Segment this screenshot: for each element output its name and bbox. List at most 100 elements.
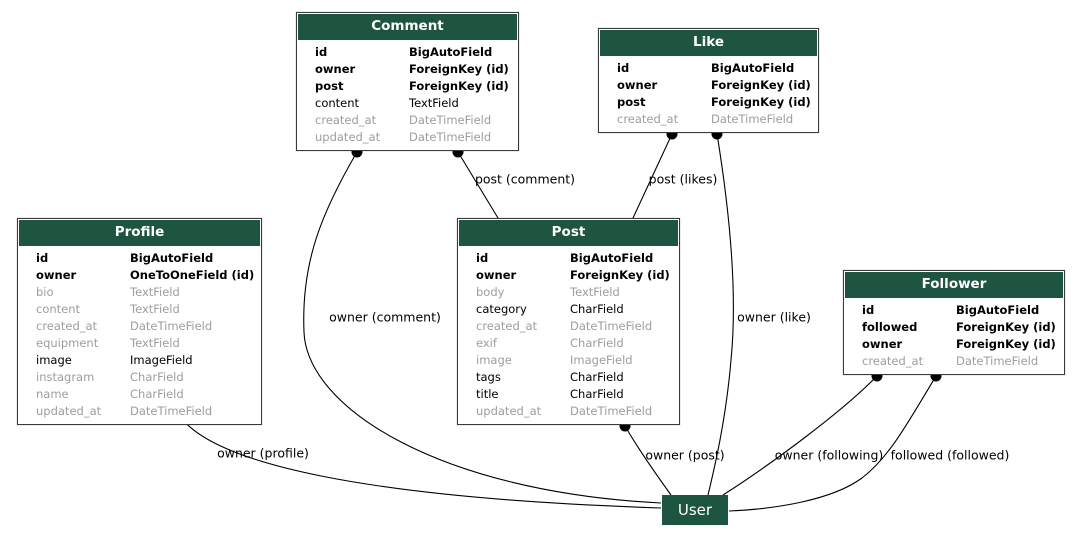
field-type: TextField	[130, 336, 180, 350]
field-name: updated_at	[476, 404, 542, 418]
field-name: owner	[617, 78, 658, 92]
field-name: instagram	[36, 370, 95, 384]
field-type: BigAutoField	[409, 45, 493, 59]
edge-profile-owner	[182, 419, 662, 509]
field-type: TextField	[130, 302, 180, 316]
field-type: ImageField	[570, 353, 633, 367]
field-name: followed	[862, 320, 918, 334]
field-row-created_at: created_at DateTimeField	[458, 318, 679, 335]
field-name: created_at	[36, 319, 98, 333]
field-type: BigAutoField	[130, 251, 214, 265]
entity-header-profile: Profile	[19, 220, 260, 246]
field-type: BigAutoField	[570, 251, 654, 265]
field-type: CharField	[130, 387, 184, 401]
field-name: exif	[476, 336, 497, 350]
field-type: ImageField	[130, 353, 193, 367]
field-name: category	[476, 302, 527, 316]
edge-label-owner-profile: owner (profile)	[217, 445, 309, 461]
field-row-bio: bio TextField	[18, 284, 261, 301]
field-type: CharField	[570, 370, 624, 384]
field-name: content	[315, 96, 360, 110]
field-name: id	[36, 251, 49, 265]
field-type: BigAutoField	[711, 61, 795, 75]
field-name: owner	[315, 62, 356, 76]
field-row-post: post ForeignKey (id)	[297, 78, 518, 95]
field-name: bio	[36, 285, 54, 299]
field-name: tags	[476, 370, 501, 384]
field-name: created_at	[315, 113, 377, 127]
field-type: ForeignKey (id)	[570, 268, 670, 282]
edge-follower-owner	[722, 375, 878, 496]
field-type: ForeignKey (id)	[956, 337, 1056, 351]
field-row-created_at: created_at DateTimeField	[844, 353, 1064, 370]
edge-label-owner-like: owner (like)	[737, 309, 811, 325]
field-type: CharField	[570, 387, 624, 401]
field-type: BigAutoField	[956, 303, 1040, 317]
field-row-name: name CharField	[18, 386, 261, 403]
field-type: ForeignKey (id)	[409, 79, 509, 93]
field-type: CharField	[570, 336, 624, 350]
entity-header-like: Like	[600, 30, 817, 56]
field-type: DateTimeField	[130, 404, 213, 418]
field-name: name	[36, 387, 69, 401]
entity-header-post: Post	[459, 220, 678, 246]
field-row-id: id BigAutoField	[599, 60, 818, 77]
field-type: DateTimeField	[409, 113, 492, 127]
field-name: created_at	[862, 354, 924, 368]
edge-like-owner	[707, 133, 734, 496]
edge-label-followed-followed: followed (followed)	[890, 447, 1010, 463]
edge-label-owner-comment: owner (comment)	[329, 309, 441, 325]
field-name: created_at	[476, 319, 538, 333]
field-type: OneToOneField (id)	[130, 268, 255, 282]
edge-label-owner-post: owner (post)	[645, 447, 725, 463]
field-type: DateTimeField	[711, 112, 794, 126]
field-row-id: id BigAutoField	[297, 44, 518, 61]
field-row-created_at: created_at DateTimeField	[18, 318, 261, 335]
field-row-created_at: created_at DateTimeField	[297, 112, 518, 129]
field-type: DateTimeField	[130, 319, 213, 333]
entity-fields-profile: id BigAutoField owner OneToOneField (id) bio…	[18, 247, 261, 424]
field-type: DateTimeField	[956, 354, 1039, 368]
field-type: ForeignKey (id)	[409, 62, 509, 76]
field-name: post	[315, 79, 344, 93]
field-row-owner: owner OneToOneField (id)	[18, 267, 261, 284]
field-row-owner: owner ForeignKey (id)	[297, 61, 518, 78]
edge-follower-followed	[728, 375, 937, 512]
field-name: id	[315, 45, 328, 59]
field-type: DateTimeField	[409, 130, 492, 144]
field-type: CharField	[130, 370, 184, 384]
field-type: DateTimeField	[570, 319, 653, 333]
field-row-instagram: instagram CharField	[18, 369, 261, 386]
field-name: post	[617, 95, 646, 109]
field-name: owner	[862, 337, 903, 351]
field-name: owner	[36, 268, 77, 282]
entity-header-comment: Comment	[298, 14, 517, 40]
field-name: id	[476, 251, 489, 265]
field-name: created_at	[617, 112, 679, 126]
field-row-image: image ImageField	[458, 352, 679, 369]
field-type: TextField	[130, 285, 180, 299]
field-row-tags: tags CharField	[458, 369, 679, 386]
field-name: image	[476, 353, 512, 367]
field-name: id	[617, 61, 630, 75]
field-row-owner: owner ForeignKey (id)	[844, 336, 1064, 353]
